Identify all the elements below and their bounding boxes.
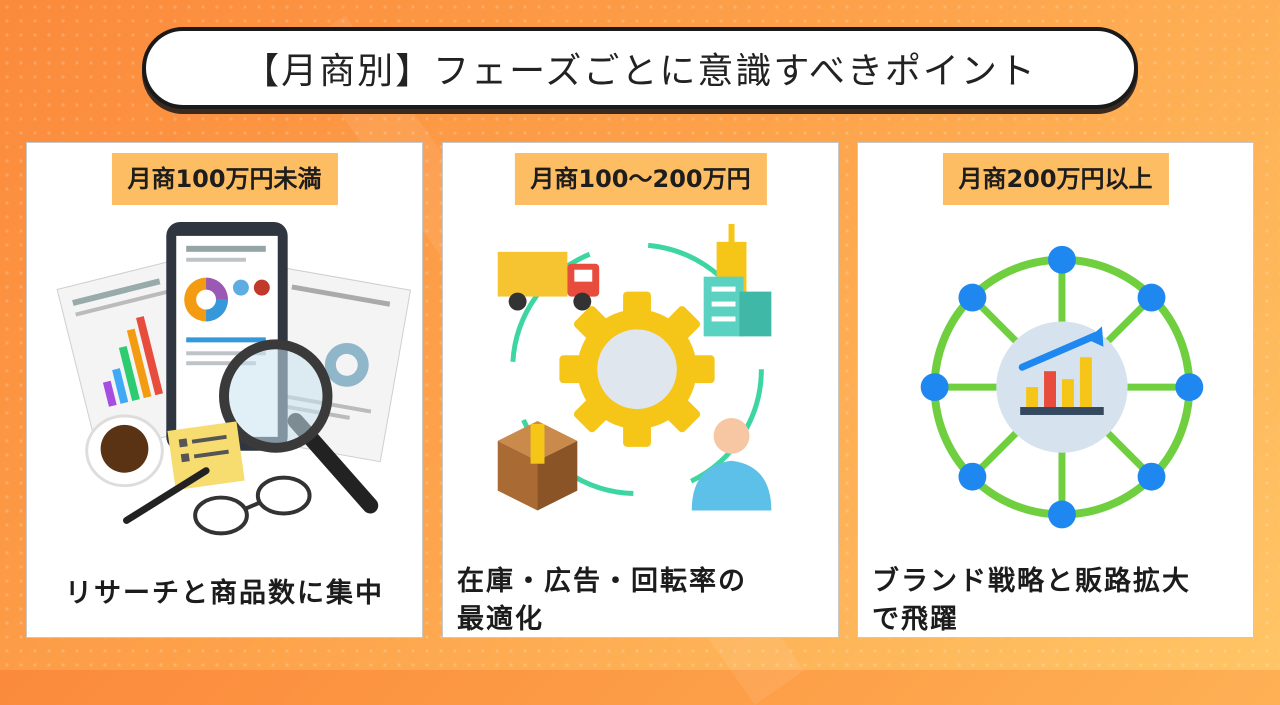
phase-tag: 月商100〜200万円 (514, 153, 767, 205)
caption-line: で飛躍 (872, 604, 959, 635)
phase-tag: 月商100万円未満 (111, 153, 338, 205)
phase-caption: ブランド戦略と販路拡大 で飛躍 (872, 563, 1247, 639)
title-banner: 【月商別】フェーズごとに意識すべきポイント (142, 27, 1138, 109)
phase-tag: 月商200万円以上 (942, 153, 1169, 205)
caption-line: 最適化 (457, 604, 544, 635)
research-documents-magnifier-icon (56, 221, 412, 536)
page-title: 【月商別】フェーズごとに意識すべきポイント (243, 51, 1037, 92)
phase-caption: リサーチと商品数に集中 (27, 575, 422, 613)
growth-network-icon (920, 245, 1204, 529)
caption-line: 在庫・広告・回転率の (457, 566, 747, 597)
phase-caption: 在庫・広告・回転率の 最適化 (457, 563, 832, 639)
phase-card-100-200: 月商100〜200万円 (442, 142, 839, 638)
operations-gear-cycle-icon (497, 223, 772, 511)
caption-line: ブランド戦略と販路拡大 (872, 566, 1191, 597)
phase-card-over-200: 月商200万円以上 (857, 142, 1254, 638)
phase-card-under-100: 月商100万円未満 (26, 142, 423, 638)
caption-line: リサーチと商品数に集中 (65, 578, 384, 609)
